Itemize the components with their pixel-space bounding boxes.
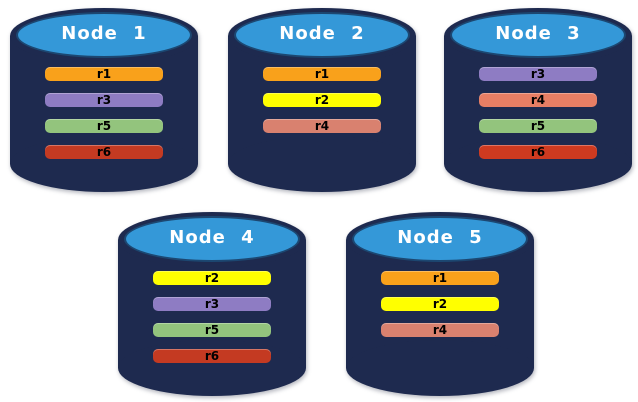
node-title: Node 3 xyxy=(495,23,581,44)
node-title: Node 2 xyxy=(279,23,365,44)
replica-bar: r4 xyxy=(381,323,499,337)
node-cylinder-5: Node 5 r1 r2 r4 xyxy=(346,212,534,396)
replica-bar: r6 xyxy=(45,145,163,159)
replica-bar: r2 xyxy=(153,271,271,285)
replica-bar: r1 xyxy=(45,67,163,81)
replica-bar-list: r1 r2 r4 xyxy=(381,271,499,337)
replica-bar: r4 xyxy=(263,119,381,133)
node-title: Node 4 xyxy=(169,227,255,248)
node-cylinder-1: Node 1 r1 r3 r5 r6 xyxy=(10,8,198,192)
node-title: Node 5 xyxy=(397,227,483,248)
node-cylinder-2: Node 2 r1 r2 r4 xyxy=(228,8,416,192)
replica-bar-list: r3 r4 r5 r6 xyxy=(479,67,597,159)
node-cylinder-4: Node 4 r2 r3 r5 r6 xyxy=(118,212,306,396)
replica-bar: r6 xyxy=(479,145,597,159)
cylinder-bottom xyxy=(228,136,416,192)
replica-bar: r1 xyxy=(381,271,499,285)
replica-bar: r1 xyxy=(263,67,381,81)
replica-bar: r2 xyxy=(263,93,381,107)
replica-bar: r2 xyxy=(381,297,499,311)
replica-bar: r3 xyxy=(479,67,597,81)
replica-bar: r3 xyxy=(153,297,271,311)
cylinder-top-face xyxy=(352,216,528,262)
cylinder-top-face xyxy=(124,216,300,262)
cylinder-top-face xyxy=(450,12,626,58)
node-title: Node 1 xyxy=(61,23,147,44)
replica-bar: r5 xyxy=(479,119,597,133)
replica-bar-list: r1 r2 r4 xyxy=(263,67,381,133)
node-cylinder-3: Node 3 r3 r4 r5 r6 xyxy=(444,8,632,192)
cylinder-bottom xyxy=(346,340,534,396)
replica-bar: r4 xyxy=(479,93,597,107)
replica-bar: r5 xyxy=(153,323,271,337)
replica-bar-list: r1 r3 r5 r6 xyxy=(45,67,163,159)
cylinder-top-face xyxy=(234,12,410,58)
replica-bar-list: r2 r3 r5 r6 xyxy=(153,271,271,363)
replica-bar: r3 xyxy=(45,93,163,107)
cylinder-top-face xyxy=(16,12,192,58)
replica-bar: r5 xyxy=(45,119,163,133)
replica-bar: r6 xyxy=(153,349,271,363)
